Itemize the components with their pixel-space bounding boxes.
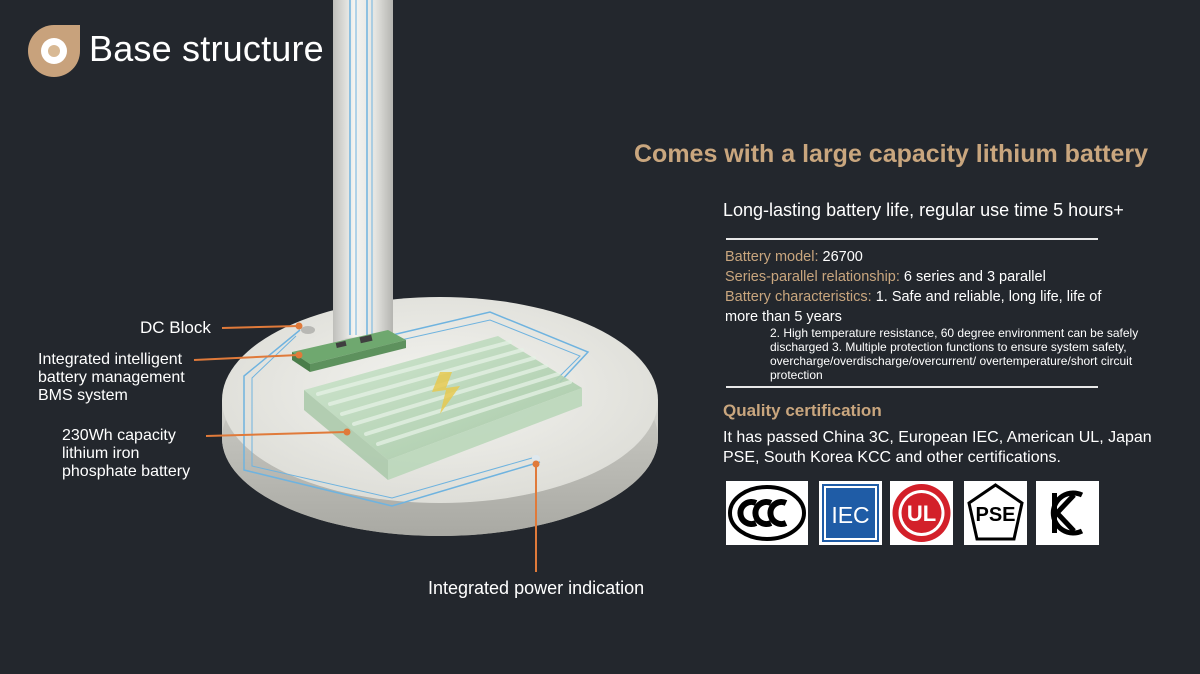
quality-certification-text: It has passed China 3C, European IEC, Am…: [723, 429, 1152, 466]
ul-logo-icon: UL: [890, 481, 953, 545]
spec-series-parallel-label: Series-parallel relationship:: [725, 269, 900, 285]
spec-characteristics-note: 2. High temperature resistance, 60 degre…: [770, 326, 1139, 382]
spec-characteristics-value: 1. Safe and reliable, long life, life of: [871, 289, 1102, 305]
battery-pack: [304, 336, 582, 480]
callout-dc-block: DC Block: [140, 318, 211, 337]
callout-bms: Integrated intelligent battery managemen…: [38, 351, 185, 405]
lamp-base-illustration: [193, 0, 658, 572]
certification-logos: IEC UL PSE: [726, 481, 1106, 547]
ccc-logo-icon: [726, 481, 808, 545]
lamp-pole: [333, 0, 393, 345]
headline: Comes with a large capacity lithium batt…: [634, 140, 1149, 168]
spec-series-parallel-value: 6 series and 3 parallel: [899, 269, 1046, 285]
quality-certification-title: Quality certification: [723, 401, 882, 420]
callout-bms-line-3: BMS system: [38, 387, 128, 404]
callout-bms-line-1: Integrated intelligent: [38, 351, 183, 368]
spec-characteristics-label: Battery characteristics:: [725, 289, 872, 305]
spec-battery-model: Battery model: 26700: [725, 249, 863, 266]
callout-power-indication: Integrated power indication: [428, 578, 645, 598]
callout-battery: 230Wh capacity lithium iron phosphate ba…: [62, 427, 190, 481]
callout-battery-line-2: lithium iron: [62, 445, 140, 462]
dc-block: [301, 326, 315, 334]
iec-logo-icon: IEC: [819, 481, 882, 545]
callout-battery-line-3: phosphate battery: [62, 463, 191, 480]
spec-battery-characteristics: Battery characteristics: 1. Safe and rel…: [725, 289, 1101, 306]
spec-characteristics-continued: more than 5 years: [725, 309, 842, 325]
divider-bottom: [726, 386, 1098, 388]
brand-logo-icon: [28, 25, 80, 77]
power-indicator: [532, 455, 540, 461]
kc-logo-icon: [1036, 481, 1099, 545]
ul-logo-text: UL: [907, 501, 936, 526]
divider-top: [726, 238, 1098, 240]
spec-battery-model-label: Battery model:: [725, 249, 819, 265]
iec-logo-text: IEC: [831, 502, 869, 528]
pse-logo-text: PSE: [975, 504, 1015, 526]
pse-logo-icon: PSE: [964, 481, 1027, 545]
page-title: Base structure: [89, 28, 324, 69]
spec-series-parallel: Series-parallel relationship: 6 series a…: [725, 269, 1046, 286]
spec-battery-model-value: 26700: [818, 249, 863, 265]
callout-battery-line-1: 230Wh capacity: [62, 427, 176, 444]
subheadline: Long-lasting battery life, regular use t…: [723, 200, 1124, 220]
bms-board: [292, 330, 406, 372]
callout-bms-line-2: battery management: [38, 369, 185, 386]
